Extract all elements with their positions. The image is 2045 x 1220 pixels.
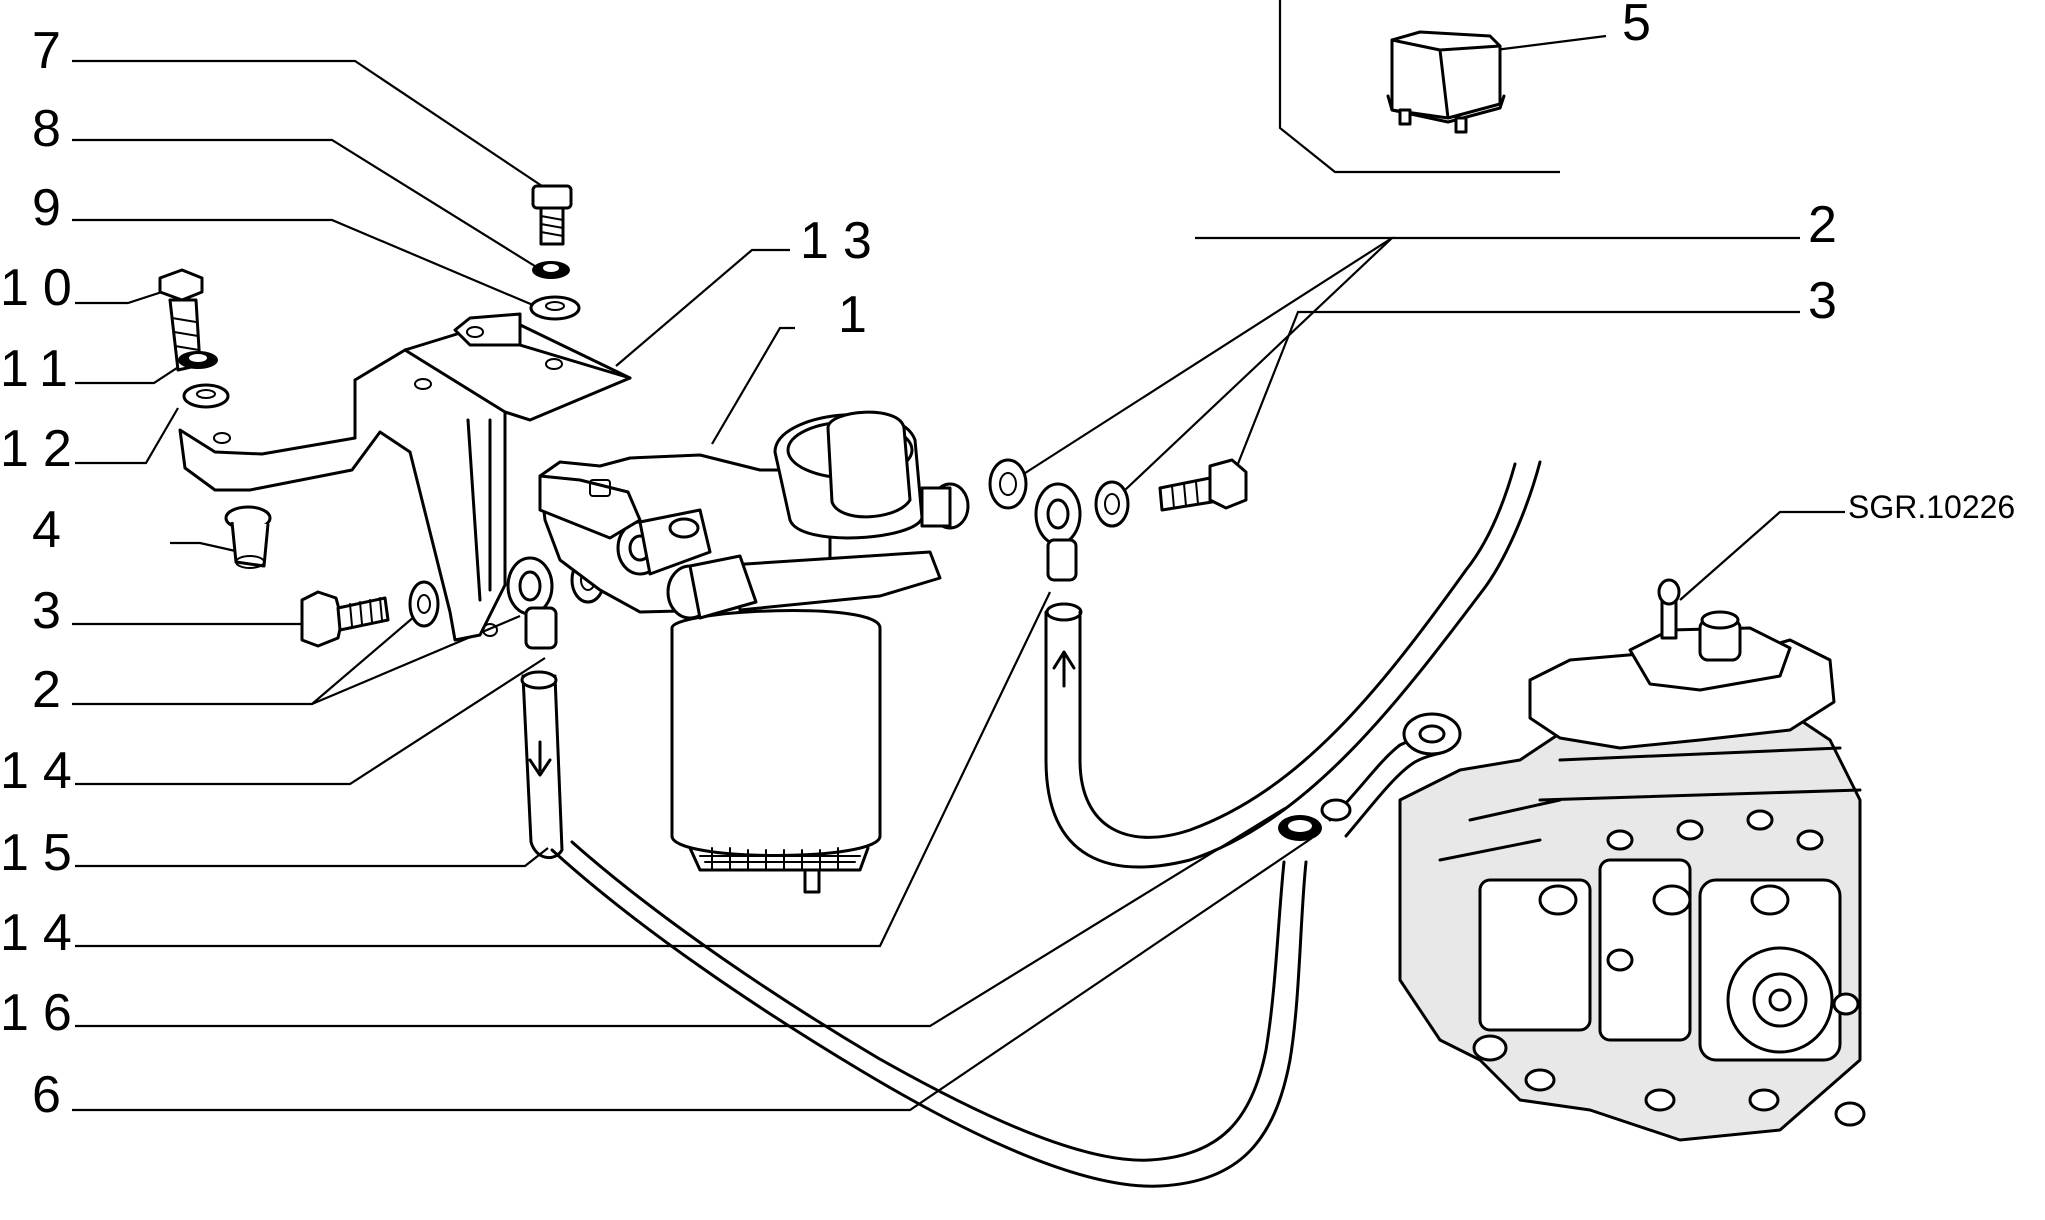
bracket (178, 312, 632, 642)
fuel-filter (538, 410, 970, 894)
callout-10: 10 (0, 259, 86, 317)
callout-1: 1 (838, 286, 881, 344)
callout-3: 3 (1808, 272, 1851, 330)
callout-16: 16 (0, 984, 86, 1042)
washer-9 (529, 295, 581, 321)
callout-14: 14 (0, 904, 86, 962)
callout-6: 6 (32, 1066, 75, 1124)
washer-12 (182, 383, 230, 409)
washer-2-left (408, 580, 440, 628)
callout-2: 2 (1808, 196, 1851, 254)
callout-14: 14 (0, 742, 86, 800)
callout-12: 12 (0, 420, 86, 478)
injection-pump (1398, 578, 1866, 1142)
hoses (520, 460, 1542, 1188)
banjo-fitting-14-right (988, 458, 1130, 582)
plug-4 (224, 505, 272, 569)
callout-15: 15 (0, 824, 86, 882)
callout-8: 8 (32, 100, 75, 158)
bolt-3-left (300, 590, 390, 648)
callout-9: 9 (32, 179, 75, 237)
callout-11: 11 (0, 340, 82, 398)
bolt-3-right (1158, 458, 1248, 512)
leader-lines (72, 0, 1845, 1112)
washer-8 (532, 261, 570, 279)
callout-4: 4 (32, 501, 75, 559)
drawing-reference: SGR.10226 (1848, 489, 2015, 525)
callout-2: 2 (32, 661, 75, 719)
callout-13: 13 (800, 212, 886, 270)
bolt-7 (531, 184, 573, 246)
callout-3: 3 (32, 582, 75, 640)
callout-7: 7 (32, 22, 75, 80)
callout-5: 5 (1622, 0, 1665, 52)
washer-11 (178, 351, 218, 369)
relay-5 (1386, 30, 1506, 134)
